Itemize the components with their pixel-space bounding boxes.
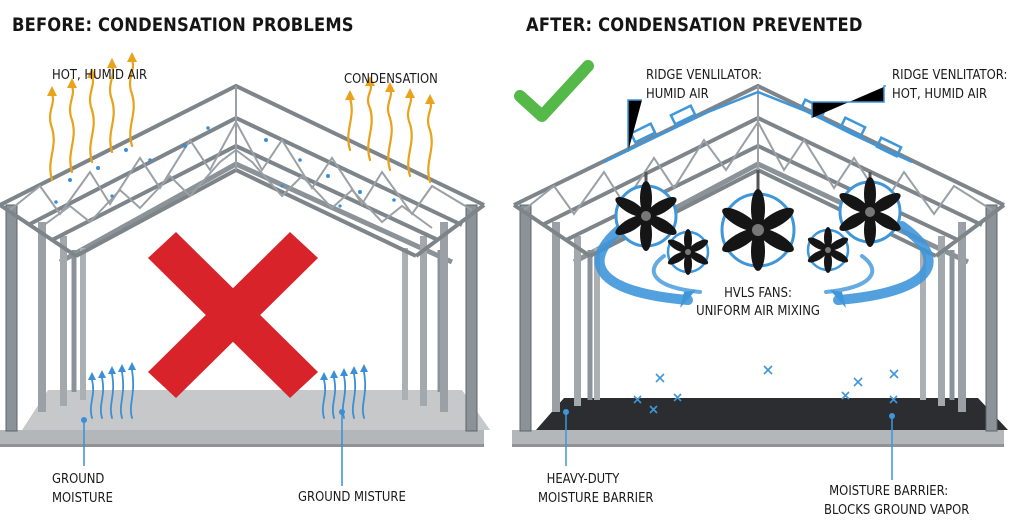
after-panel: AFTER: CONDENSATION PREVENTED bbox=[512, 0, 1024, 523]
front-columns bbox=[5, 204, 478, 432]
red-x-icon bbox=[148, 232, 318, 398]
moisture-barrier-floor bbox=[512, 398, 1008, 447]
ground-moisture-label: GROUND MOISTURE bbox=[52, 471, 113, 506]
ground-misture-label: GROUND MISTURE bbox=[298, 489, 406, 505]
hot-air-arrows-left bbox=[48, 58, 135, 182]
hot-air-arrowheads-left bbox=[47, 52, 137, 96]
green-check-icon bbox=[514, 60, 594, 122]
condensation-label: CONDENSATION bbox=[344, 71, 438, 87]
hot-humid-air-label: HOT, HUMID AIR bbox=[52, 67, 148, 83]
hvls-fan-4 bbox=[806, 227, 850, 273]
hot-air-arrowheads-right bbox=[345, 76, 435, 104]
dry-markers bbox=[633, 365, 899, 414]
before-building-diagram bbox=[0, 52, 490, 486]
leader-lines-before bbox=[83, 412, 343, 486]
ground-vapor-left bbox=[89, 369, 135, 419]
heavy-duty-barrier-label: HEAVY-DUTY MOISTURE BARRIER bbox=[538, 471, 654, 506]
hvls-fan-5 bbox=[838, 172, 902, 247]
ridge-ventilator-right-label: RIDGE VENLITATOR: HOT, HUMID AIR bbox=[892, 67, 1008, 102]
hot-air-arrows-right bbox=[347, 82, 433, 184]
moisture-barrier-right-label: MOISTURE BARRIER: BLOCKS GROUND VAPOR bbox=[824, 483, 970, 518]
before-title: BEFORE: CONDENSATION PROBLEMS bbox=[12, 14, 354, 36]
hvls-fans-label: HVLS FANS: UNIFORM AIR MIXING bbox=[696, 285, 820, 319]
air-mixing-flow bbox=[594, 221, 934, 305]
after-building-diagram bbox=[512, 60, 1008, 480]
ridge-ventilator bbox=[603, 90, 913, 164]
hvls-fan-1 bbox=[614, 172, 678, 251]
leader-lines-after bbox=[565, 85, 893, 480]
hvls-fan-2 bbox=[666, 229, 710, 275]
concrete-slab bbox=[0, 390, 490, 447]
truss-webbing bbox=[9, 86, 473, 229]
after-title: AFTER: CONDENSATION PREVENTED bbox=[526, 14, 863, 36]
hvls-fan-3 bbox=[720, 170, 796, 271]
before-panel: BEFORE: CONDENSATION PROBLEMS bbox=[0, 14, 490, 506]
ridge-ventilator-left-label: RIDGE VENLILATOR: HUMID AIR bbox=[646, 67, 762, 102]
condensation-droplets bbox=[54, 126, 396, 208]
front-columns bbox=[519, 204, 998, 432]
